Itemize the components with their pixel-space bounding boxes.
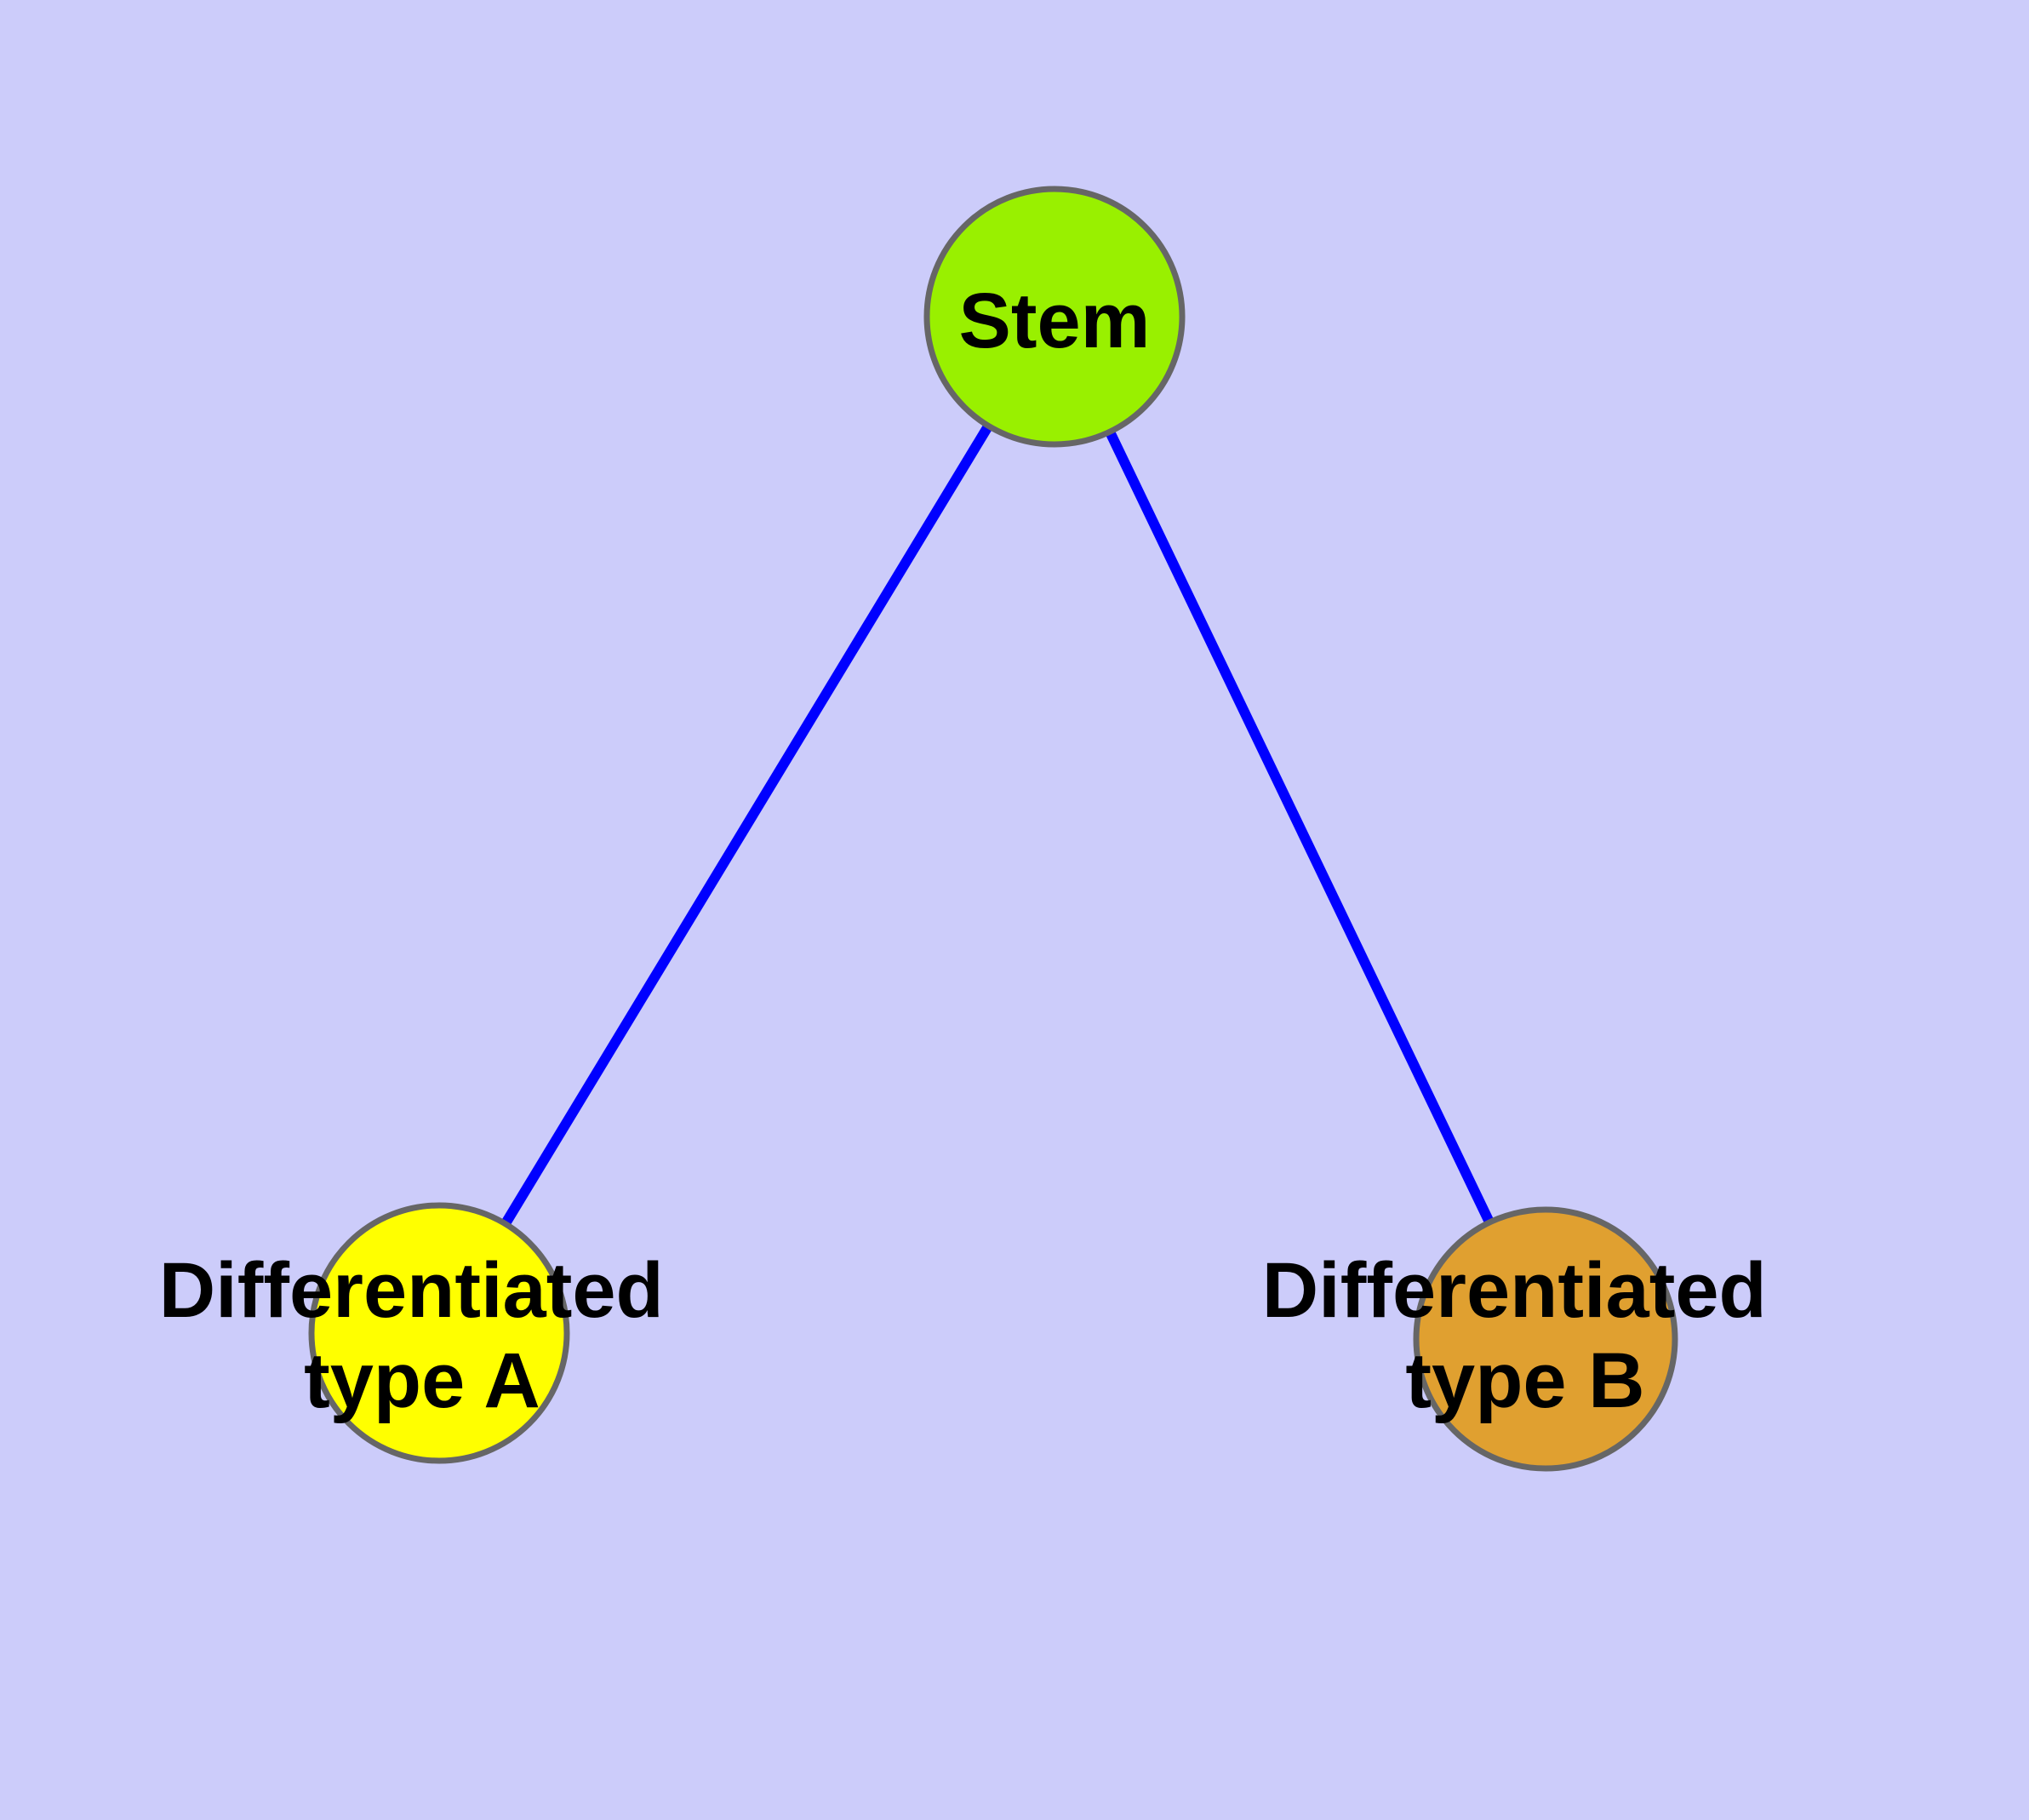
- node-stem[interactable]: [923, 186, 1186, 448]
- nodes-layer: [308, 186, 1678, 1472]
- edge-stem-to-differentiated-type-b[interactable]: [1049, 314, 1551, 1342]
- node-label-stem-line-1: Stem: [959, 278, 1151, 364]
- node-label-differentiated-type-b-line-1: Differentiated: [1262, 1247, 1767, 1334]
- node-label-differentiated-type-a-line-1: Differentiated: [159, 1247, 664, 1334]
- edges-layer: [434, 313, 1551, 1342]
- edge-stem-to-differentiated-type-a[interactable]: [434, 313, 1060, 1336]
- node-label-differentiated-type-a-line-2: type A: [304, 1337, 540, 1424]
- node-label-differentiated-type-b-line-2: type B: [1405, 1337, 1644, 1424]
- node-label-differentiated-type-a: Differentiated type A: [159, 1247, 686, 1424]
- node-label-stem: Stem: [959, 278, 1151, 364]
- node-differentiated-type-a[interactable]: [308, 1202, 570, 1464]
- node-differentiated-type-b[interactable]: [1413, 1206, 1678, 1472]
- labels-layer: Stem Differentiated type A Differentiate…: [159, 278, 1789, 1424]
- node-label-differentiated-type-b: Differentiated type B: [1262, 1247, 1789, 1424]
